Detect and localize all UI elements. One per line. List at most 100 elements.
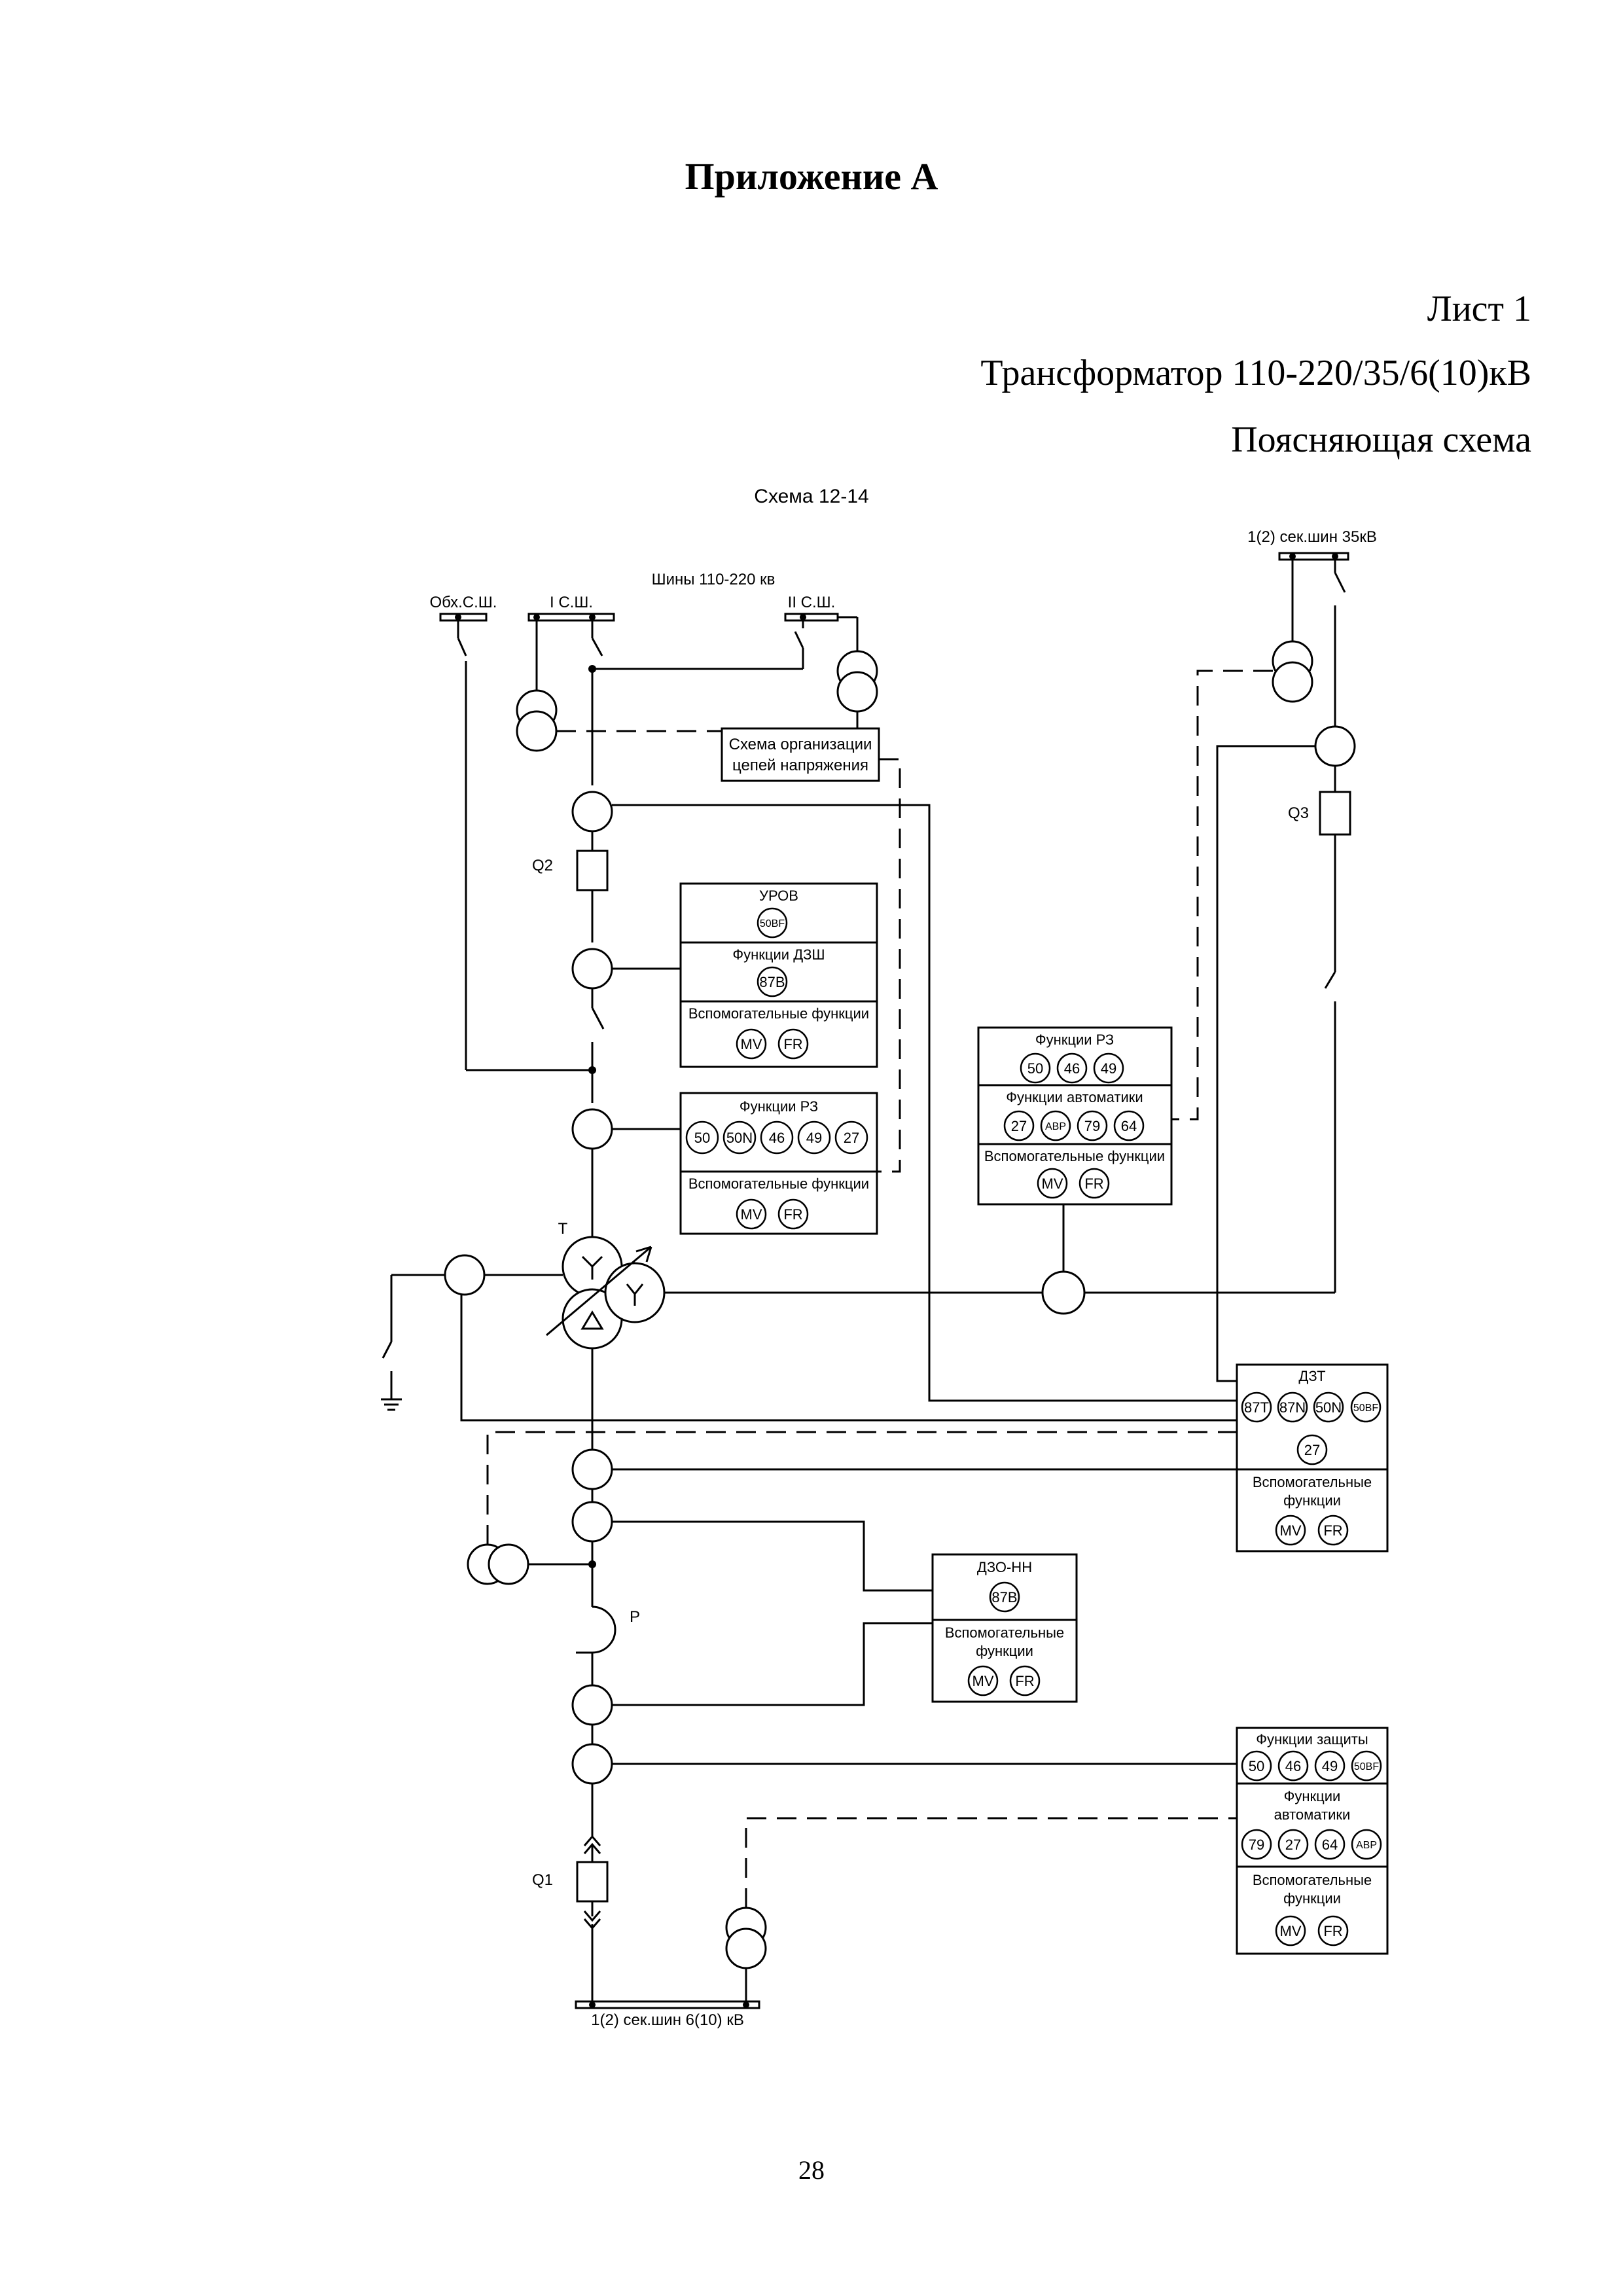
voltage-transformer-lv-side — [467, 1543, 529, 1585]
current-transformer-35kv — [1314, 725, 1356, 767]
transformer-label: T — [558, 1220, 568, 1238]
breaker-q3-label: Q3 — [1288, 804, 1309, 822]
current-transformer-lv3 — [571, 1684, 613, 1726]
panel-rz-mv: Функции РЗ 50 46 49 Функции автоматики 2… — [977, 1026, 1173, 1206]
aux-title-2: функции — [1283, 1492, 1341, 1509]
dzt-title: ДЗТ — [1298, 1368, 1325, 1384]
fn-50bf: 50BF — [760, 918, 785, 929]
aux-title-2: функции — [976, 1643, 1033, 1659]
voltage-transformer-bus6 — [725, 1907, 767, 1969]
fn-mv: MV — [972, 1673, 994, 1689]
fn-46: 46 — [1064, 1060, 1080, 1077]
power-transformer — [546, 1236, 666, 1350]
voltage-scheme-box — [721, 727, 880, 782]
neutral-grounding — [381, 1254, 1237, 1422]
rz-mv-title: Функции РЗ — [1035, 1031, 1114, 1048]
fn-27: 27 — [1011, 1118, 1027, 1134]
fn-49: 49 — [806, 1130, 822, 1146]
rz-hv-title: Функции РЗ — [740, 1098, 818, 1115]
fn-50n: 50N — [1315, 1399, 1342, 1416]
current-transformer-lv1 — [571, 1448, 613, 1490]
voltage-scheme-line2: цепей напряжения — [732, 757, 868, 774]
current-transformer-hv3 — [571, 1108, 613, 1150]
fn-87n: 87N — [1279, 1399, 1306, 1416]
fn-87b: 87B — [759, 974, 785, 990]
aux-title-2: функции — [1283, 1890, 1341, 1907]
lv-feeder-wiring — [529, 1348, 1237, 2001]
fn-50n: 50N — [726, 1130, 753, 1146]
fn-mv: MV — [741, 1036, 762, 1052]
fn-79: 79 — [1249, 1837, 1264, 1853]
current-transformer-35kv-neutral — [1041, 1270, 1086, 1315]
fn-avr: АВР — [1045, 1121, 1066, 1132]
panel-rz-hv: Функции РЗ 50 50N 46 49 27 Вспомогательн… — [679, 1092, 878, 1235]
panel-lv-protection: Функции защиты 50 46 49 50BF Функции авт… — [1236, 1727, 1389, 1955]
ct-hv1-link — [612, 804, 1237, 1402]
fn-fr: FR — [783, 1206, 802, 1223]
bus-connection-dot — [533, 614, 540, 620]
voltage-scheme-line1: Схема организации — [729, 736, 872, 753]
lv-title: Функции защиты — [1256, 1731, 1368, 1748]
breaker-q1-label: Q1 — [532, 1871, 553, 1889]
fn-mv: MV — [1042, 1175, 1063, 1192]
fn-49: 49 — [1101, 1060, 1116, 1077]
fn-64: 64 — [1121, 1118, 1137, 1134]
page-title: Приложение А — [685, 155, 938, 198]
voltage-transformer-35kv — [1272, 640, 1313, 703]
fn-fr: FR — [783, 1036, 802, 1052]
fn-46: 46 — [1285, 1758, 1301, 1774]
aux-title-1: Вспомогательные — [1253, 1474, 1372, 1490]
page-number: 28 — [798, 2155, 825, 2185]
current-transformer-lv4 — [571, 1743, 613, 1785]
sheet-number: Лист 1 — [1427, 289, 1531, 329]
auto-title-2: автоматики — [1274, 1806, 1351, 1823]
aux-title-1: Вспомогательные — [945, 1624, 1064, 1641]
bus-1-label: I С.Ш. — [550, 594, 593, 611]
bus-2 — [784, 613, 839, 622]
document-subject: Трансформатор 110-220/35/6(10)кВ — [980, 353, 1531, 393]
bus-2-label: II С.Ш. — [788, 594, 836, 611]
junction-dot — [588, 1066, 596, 1074]
fn-avr: АВР — [1356, 1840, 1377, 1851]
fn-87b: 87B — [991, 1589, 1017, 1605]
bus-35kv — [1278, 552, 1349, 561]
breaker-q1 — [576, 1835, 609, 1930]
bus-6kv-label: 1(2) сек.шин 6(10) кВ — [591, 2011, 744, 2029]
current-transformer-hv1 — [571, 791, 613, 833]
junction-dot — [588, 665, 596, 673]
bus-6kv — [575, 2000, 760, 2009]
breaker-q3 — [1319, 791, 1351, 836]
bus-1 — [527, 613, 615, 622]
bus-35kv-label: 1(2) сек.шин 35кВ — [1247, 528, 1377, 546]
fn-64: 64 — [1322, 1837, 1338, 1853]
voltage-transformer-bus2 — [836, 650, 878, 713]
bus-connection-dot — [455, 614, 461, 620]
lv-vt-signal-dashed — [486, 1431, 1237, 1545]
fn-mv: MV — [741, 1206, 762, 1223]
current-transformer-lv2 — [571, 1501, 613, 1543]
fn-49: 49 — [1322, 1758, 1338, 1774]
auto-title-1: Функции — [1284, 1788, 1341, 1804]
fn-50bf: 50BF — [1353, 1403, 1378, 1414]
aux-title: Вспомогательные функции — [688, 1005, 869, 1022]
breaker-q2-label: Q2 — [532, 857, 553, 874]
fn-27: 27 — [1285, 1837, 1301, 1853]
fn-mv: MV — [1280, 1522, 1302, 1539]
aux-title: Вспомогательные функции — [984, 1148, 1165, 1164]
reactor — [576, 1605, 616, 1654]
fn-79: 79 — [1084, 1118, 1100, 1134]
fn-87t: 87T — [1244, 1399, 1269, 1416]
bypass-bus — [439, 613, 488, 622]
bus-connection-dot — [1289, 553, 1296, 560]
aux-title: Вспомогательные функции — [688, 1175, 869, 1192]
reactor-label: P — [630, 1608, 640, 1626]
fn-fr: FR — [1323, 1923, 1342, 1939]
bus-connection-dot — [800, 614, 806, 620]
aux-title-1: Вспомогательные — [1253, 1872, 1372, 1888]
vt35-signal-dashed — [1171, 670, 1273, 1121]
fn-50bf: 50BF — [1354, 1761, 1379, 1772]
fn-27: 27 — [844, 1130, 859, 1146]
dzo-title: ДЗО-НН — [977, 1559, 1032, 1575]
panel-dzt: ДЗТ 87T 87N 50N 50BF 27 Вспомогательные … — [1236, 1363, 1389, 1552]
